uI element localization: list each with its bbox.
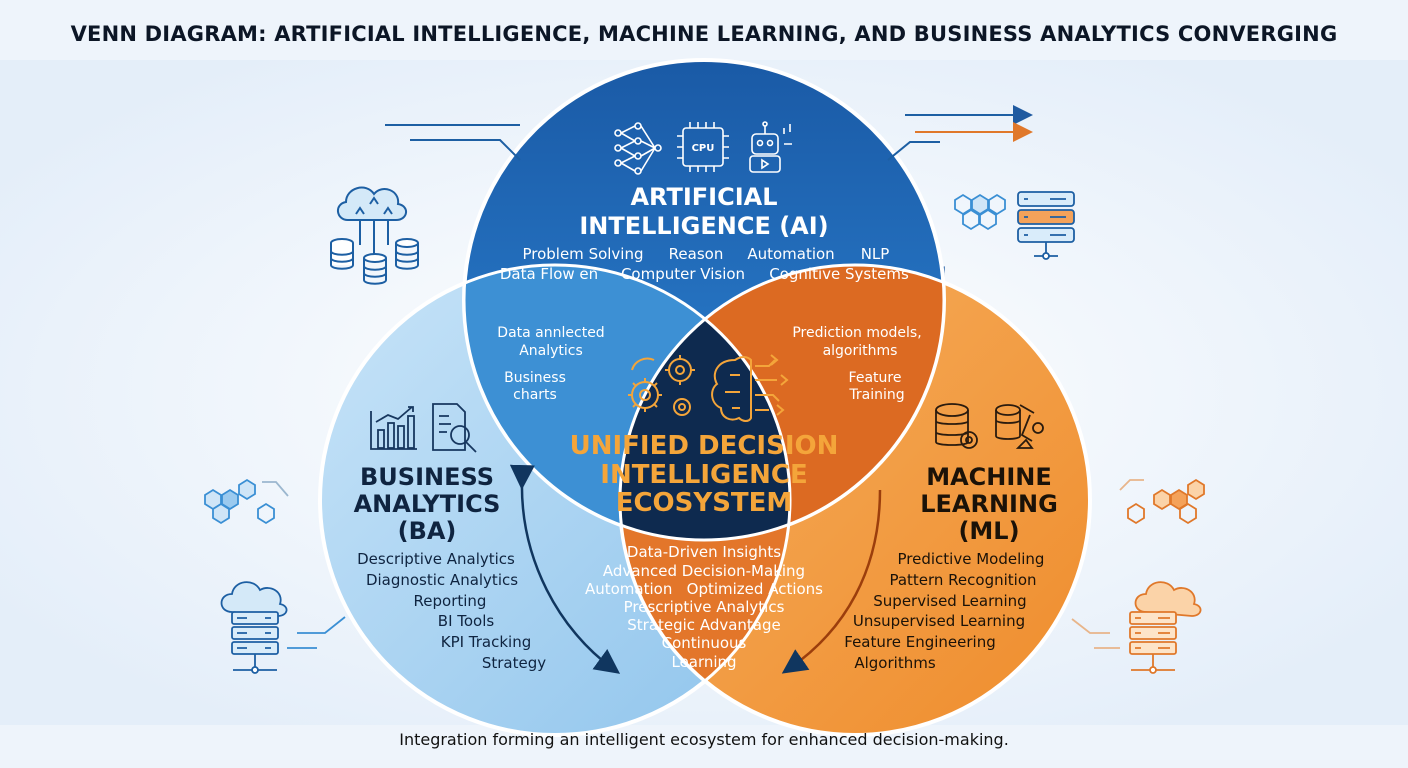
ai-ml-item: algorithms	[823, 343, 898, 359]
ba-item: Reporting	[414, 592, 487, 610]
ba-text: BUSINESS ANALYTICS (BA) Descriptive Anal…	[354, 463, 547, 672]
ai-item: Automation	[747, 245, 834, 263]
center-title-line1: UNIFIED DECISION	[570, 431, 839, 461]
neural-network-icon	[614, 122, 662, 175]
ai-ml-item: Prediction models,	[792, 325, 921, 341]
ml-text: MACHINE LEARNING (ML) Predictive Modelin…	[844, 463, 1058, 672]
cloud-database-icon	[330, 186, 419, 285]
ai-ml-item: Training	[848, 387, 904, 403]
center-title-line3: ECOSYSTEM	[616, 488, 793, 518]
ml-item: Algorithms	[854, 654, 935, 672]
cloud-server-icon	[220, 581, 346, 674]
brain-circuit-icon	[711, 354, 789, 422]
center-text: UNIFIED DECISION INTELLIGENCE ECOSYSTEM	[570, 431, 839, 518]
top-right-arrows	[887, 105, 1033, 161]
ba-ml-item: Automation Optimized Actions	[585, 580, 823, 598]
server-rack-icon	[1017, 191, 1075, 260]
ba-ml-item: Advanced Decision-Making	[603, 562, 805, 580]
ai-text: ARTIFICIAL INTELLIGENCE (AI) Problem Sol…	[500, 183, 909, 283]
bar-chart-icon	[370, 406, 417, 450]
database-robot-arm-icon	[995, 404, 1044, 449]
hexagon-cluster-icon	[1119, 478, 1205, 525]
ba-item: Diagnostic Analytics	[366, 571, 518, 589]
ml-item: Predictive Modeling	[898, 550, 1045, 568]
ba-ml-item: Prescriptive Analytics	[624, 598, 785, 616]
ai-title-line2: INTELLIGENCE (AI)	[579, 212, 828, 240]
ai-item: Reason	[669, 245, 724, 263]
ba-title-line1: BUSINESS	[360, 463, 494, 491]
ba-item: Strategy	[482, 654, 546, 672]
database-gear-icon	[935, 403, 978, 449]
report-magnifier-icon	[432, 403, 477, 453]
center-overlap	[620, 265, 790, 540]
ba-ml-text: Data-Driven Insights Advanced Decision-M…	[585, 543, 823, 671]
hexagon-cluster-icon	[204, 478, 289, 525]
ai-ml-text: Prediction models, algorithms Feature Tr…	[792, 325, 921, 403]
ml-item: Supervised Learning	[873, 592, 1026, 610]
ba-ml-item: Data-Driven Insights	[627, 543, 781, 561]
ai-ba-item: Business	[504, 370, 566, 386]
page-title: VENN DIAGRAM: ARTIFICIAL INTELLIGENCE, M…	[70, 22, 1338, 46]
ba-title-line3: (BA)	[398, 517, 457, 545]
cpu-chip-icon	[677, 122, 729, 172]
ai-item: Cognitive Systems	[769, 265, 909, 283]
robot-icon	[749, 121, 792, 173]
gears-icon	[628, 355, 695, 416]
ml-item: Unsupervised Learning	[853, 612, 1025, 630]
ba-inner-arrow	[509, 464, 621, 674]
ai-item: Data Flow en	[500, 265, 598, 283]
ml-inner-arrow	[781, 489, 882, 674]
caption: Integration forming an intelligent ecosy…	[399, 730, 1009, 749]
ai-ba-item: Data annlected	[497, 325, 604, 341]
center-title-line2: INTELLIGENCE	[600, 460, 807, 490]
hexagon-cluster-icon	[954, 193, 1006, 231]
ba-title-line2: ANALYTICS	[354, 490, 501, 518]
cpu-label: CPU	[692, 143, 715, 154]
ml-item: Feature Engineering	[844, 633, 995, 651]
ai-title-line1: ARTIFICIAL	[630, 183, 777, 211]
ml-title-line1: MACHINE	[926, 463, 1052, 491]
ai-item: Problem Solving	[522, 245, 643, 263]
ai-ba-item: Analytics	[519, 343, 583, 359]
cloud-server-icon	[1071, 581, 1202, 674]
ml-title-line2: LEARNING	[920, 490, 1058, 518]
ba-item: KPI Tracking	[441, 633, 532, 651]
ai-ba-text: Data annlected Analytics Business charts	[497, 325, 604, 403]
ba-ml-item: Learning	[671, 653, 736, 671]
ba-ml-item: Strategic Advantage	[627, 616, 781, 634]
ml-title-line3: (ML)	[958, 517, 1019, 545]
ai-item: NLP	[861, 245, 890, 263]
ai-item: Computer Vision	[621, 265, 745, 283]
ba-ml-item: Continuous	[662, 634, 747, 652]
ai-ba-item: charts	[513, 387, 557, 403]
ml-item: Pattern Recognition	[889, 571, 1036, 589]
ba-item: Descriptive Analytics	[357, 550, 515, 568]
ai-ml-item: Feature	[849, 370, 902, 386]
ba-item: BI Tools	[438, 612, 495, 630]
top-left-speed-lines	[385, 124, 521, 161]
